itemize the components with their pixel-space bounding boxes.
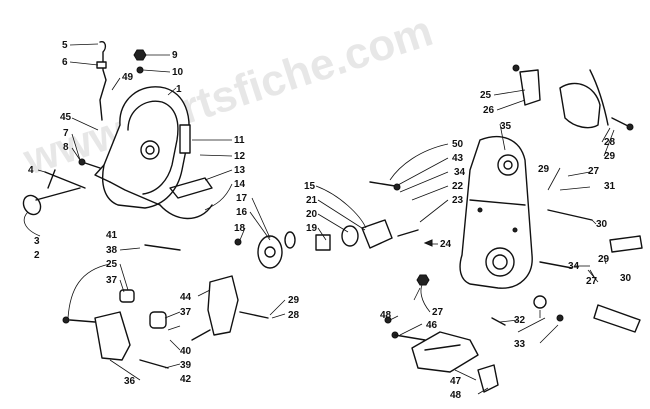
callout-35: 35	[500, 121, 512, 132]
lower-left-tensioner	[62, 244, 269, 369]
rear-bracket-assembly	[512, 64, 634, 131]
callout-17: 17	[236, 193, 248, 204]
output-shaft	[609, 235, 643, 253]
gear-case-housing	[459, 136, 533, 289]
callout-29: 29	[604, 151, 616, 162]
callout-44: 44	[180, 292, 192, 303]
callout-labels: 1 2 3 4 5 6 7 8 9 10 11 12 13 14 15 16 1…	[28, 40, 632, 401]
callout-13: 13	[234, 165, 246, 176]
bolt-head-icon	[234, 238, 242, 246]
shaft-assembly	[257, 181, 433, 269]
washer-icon	[533, 295, 547, 309]
callout-25-lower: 25	[106, 259, 118, 270]
chaincase-cover	[94, 86, 190, 209]
leader-lines	[23, 43, 615, 395]
callout-41: 41	[106, 230, 118, 241]
callout-24: 24	[440, 239, 452, 250]
nut-icon	[133, 49, 147, 61]
callout-37: 37	[106, 275, 118, 286]
callout-34-b: 34	[568, 261, 580, 272]
callout-27: 27	[588, 166, 600, 177]
callout-28-lower: 28	[288, 310, 300, 321]
tensioner-assembly	[384, 316, 499, 393]
callout-32: 32	[514, 315, 526, 326]
callout-29-b: 29	[538, 164, 550, 175]
dipstick-clip	[96, 61, 107, 69]
callout-4: 4	[28, 165, 34, 176]
callout-39: 39	[180, 360, 192, 371]
callout-46: 46	[426, 320, 438, 331]
callout-15: 15	[304, 181, 316, 192]
callout-42: 42	[180, 374, 192, 385]
callout-20: 20	[306, 209, 318, 220]
callout-5: 5	[62, 40, 68, 51]
bolt-long	[44, 171, 86, 189]
gasket-ring	[159, 204, 213, 220]
callout-19: 19	[306, 223, 318, 234]
callout-8: 8	[63, 142, 69, 153]
callout-22: 22	[452, 181, 464, 192]
nut-icon	[416, 274, 430, 286]
callout-9: 9	[172, 50, 178, 61]
callout-3: 3	[34, 236, 40, 247]
callout-21: 21	[306, 195, 318, 206]
callout-11: 11	[234, 135, 245, 146]
bracket-plate	[179, 124, 191, 154]
callout-28: 28	[604, 137, 616, 148]
drive-shaft	[593, 304, 641, 333]
callout-48-b: 48	[380, 310, 392, 321]
callout-18: 18	[234, 223, 246, 234]
callout-2: 2	[34, 250, 40, 261]
callout-45: 45	[60, 112, 72, 123]
callout-16: 16	[236, 207, 248, 218]
callout-27-b: 27	[432, 307, 444, 318]
callout-23: 23	[452, 195, 464, 206]
callout-31: 31	[604, 181, 616, 192]
callout-43: 43	[452, 153, 464, 164]
callout-12: 12	[234, 151, 246, 162]
callout-30-b: 30	[620, 273, 632, 284]
callout-10: 10	[172, 67, 184, 78]
callout-38: 38	[106, 245, 118, 256]
callout-50: 50	[452, 139, 464, 150]
callout-33: 33	[514, 339, 526, 350]
callout-30: 30	[596, 219, 608, 230]
callout-40: 40	[180, 346, 192, 357]
dipstick-rod	[99, 40, 107, 121]
callout-47: 47	[450, 376, 462, 387]
callout-27-c: 27	[586, 276, 598, 287]
callout-25: 25	[480, 90, 492, 101]
washer-icon	[136, 66, 144, 74]
callout-48: 48	[450, 390, 462, 401]
cover-handle	[169, 177, 213, 199]
callout-36: 36	[124, 376, 136, 387]
callout-34: 34	[454, 167, 466, 178]
callout-29-c: 29	[598, 254, 610, 265]
callout-1: 1	[176, 84, 182, 95]
callout-6: 6	[62, 57, 68, 68]
watermark: www.partsfiche.com	[17, 6, 438, 185]
callout-37-b: 37	[180, 307, 192, 318]
key-tool	[22, 169, 81, 216]
callout-29-lower: 29	[288, 295, 300, 306]
callout-7: 7	[63, 128, 69, 139]
callout-49: 49	[122, 72, 134, 83]
callout-26: 26	[483, 105, 495, 116]
callout-14: 14	[234, 179, 246, 190]
